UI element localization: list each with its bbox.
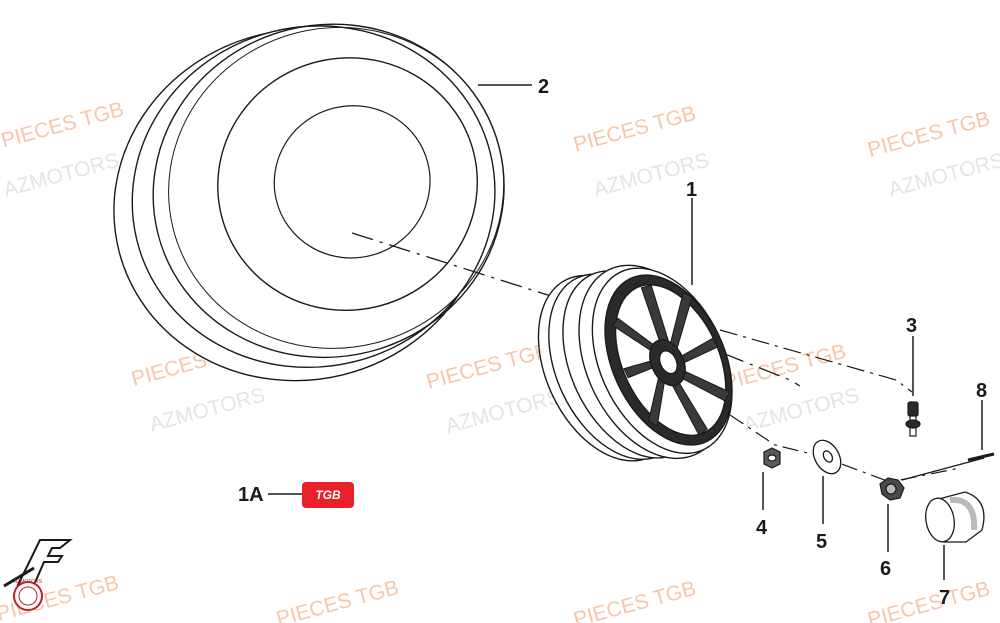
watermark-pieces: PIECES TGB <box>571 577 698 623</box>
pin-drawing <box>901 452 995 481</box>
valve-drawing <box>905 401 921 437</box>
hub-nut-drawing <box>879 477 905 501</box>
assembly-axis-line <box>351 232 801 387</box>
logo-text: AZMOTORS <box>14 579 43 585</box>
tire-drawing <box>113 23 505 382</box>
watermark-azmotors: AZMOTORS <box>147 383 268 436</box>
nut-drawing <box>763 447 781 469</box>
watermark-azmotors: AZMOTORS <box>741 384 862 437</box>
watermark-azmotors: AZMOTORS <box>886 149 1000 202</box>
callout-7-cap: 7 <box>939 587 950 609</box>
tgb-emblem: TGB <box>302 482 354 508</box>
callout-2-tire: 2 <box>538 76 549 98</box>
callout-8-pin: 8 <box>976 380 987 402</box>
watermark-azmotors: AZMOTORS <box>1 149 122 202</box>
wheel-rim-drawing <box>537 264 733 462</box>
callout-5-washer: 5 <box>816 531 827 553</box>
cap-drawing <box>925 491 985 543</box>
watermark-azmotors: AZMOTORS <box>443 385 564 438</box>
callout-4-nut: 4 <box>756 517 768 539</box>
watermark-pieces: PIECES TGB <box>571 102 698 157</box>
callout-1-wheel-rim: 1 <box>686 179 697 201</box>
azmotors-logo: AZMOTORS <box>3 539 73 611</box>
leader-lines <box>268 84 983 580</box>
washer-drawing <box>812 439 842 475</box>
valve-dashed-line <box>719 329 913 393</box>
watermark-pieces: PIECES TGB <box>424 339 551 394</box>
tgb-emblem-text: TGB <box>315 488 341 502</box>
watermark-pieces: PIECES TGB <box>0 98 126 153</box>
watermark-pieces: PIECES TGB <box>865 107 992 162</box>
callout-6-hub-nut: 6 <box>880 558 891 580</box>
watermark-pieces: PIECES TGB <box>865 577 992 623</box>
callout-1a-emblem: 1A <box>238 484 264 506</box>
watermark-pieces: PIECES TGB <box>274 576 401 623</box>
callout-3-valve: 3 <box>906 315 917 337</box>
